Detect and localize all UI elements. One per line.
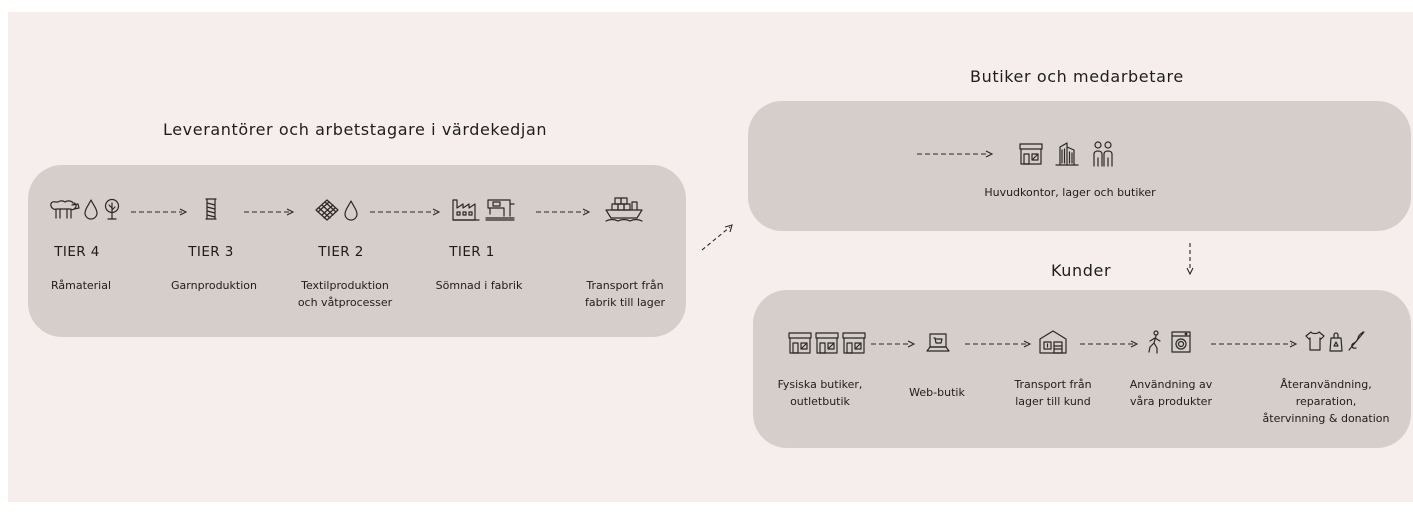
customers-panel <box>753 290 1411 448</box>
storefront-icon <box>1018 142 1044 166</box>
tier3-icons <box>204 197 218 221</box>
warehouse-icon <box>1038 329 1068 355</box>
water-drop-icon <box>83 198 99 220</box>
tier4-heading: TIER 4 <box>54 244 100 260</box>
arrow-transport-usage <box>1080 340 1139 348</box>
stores-panel <box>748 101 1411 231</box>
arrow-tier3-tier2 <box>244 208 295 216</box>
diagram-canvas: Leverantörer och arbetstagare i värdeked… <box>8 12 1413 502</box>
usage-icons <box>1146 330 1192 354</box>
web-shop-icons <box>925 332 951 354</box>
yarn-spool-icon <box>204 197 218 221</box>
physical-stores-label: Fysiska butiker,outletbutik <box>777 378 863 408</box>
cargo-ship-icon <box>604 194 644 222</box>
storefront-icon <box>787 331 813 355</box>
storefront-icon <box>841 331 867 355</box>
arrow-tier4-tier3 <box>131 208 188 216</box>
arrow-tier1-transport <box>536 208 591 216</box>
arrow-supply-to-stores <box>701 224 733 251</box>
tier3-label: Garnproduktion <box>171 279 257 292</box>
storefront-icon <box>814 331 840 355</box>
stores-title: Butiker och medarbetare <box>970 67 1184 86</box>
tier1-icons <box>451 196 516 222</box>
sheep-icon <box>48 198 80 220</box>
transport-icons <box>604 194 644 222</box>
tier1-heading: TIER 1 <box>449 244 495 260</box>
people-icon <box>1090 140 1116 168</box>
needle-thread-icon <box>1346 330 1366 352</box>
tshirt-icon <box>1304 330 1326 352</box>
factory-icon <box>451 196 481 222</box>
physical-stores-icons <box>787 331 867 355</box>
reuse-icons <box>1304 330 1366 352</box>
arrow-tier2-tier1 <box>370 208 441 216</box>
stores-icons <box>1018 140 1116 168</box>
laptop-cart-icon <box>925 332 951 354</box>
arrow-into-stores <box>917 150 994 158</box>
tier4-label: Råmaterial <box>50 279 112 292</box>
supply-chain-title: Leverantörer och arbetstagare i värdeked… <box>163 120 548 139</box>
customers-title: Kunder <box>1051 261 1112 280</box>
tier1-label: Sömnad i fabrik <box>435 279 523 292</box>
tier3-heading: TIER 3 <box>188 244 234 260</box>
arrow-web-transport <box>965 340 1032 348</box>
person-walking-icon <box>1146 330 1164 354</box>
tier2-heading: TIER 2 <box>318 244 364 260</box>
washing-machine-icon <box>1170 330 1192 354</box>
tree-icon <box>102 198 122 220</box>
water-drop-icon <box>343 199 359 221</box>
supply-chain-panel <box>28 165 686 337</box>
sewing-machine-icon <box>484 196 516 222</box>
stores-label: Huvudkontor, lager och butiker <box>984 186 1156 199</box>
office-building-icon <box>1054 141 1080 167</box>
arrow-stores-to-customers <box>1186 243 1194 276</box>
arrow-usage-reuse <box>1211 340 1298 348</box>
recycle-bag-icon <box>1328 330 1344 352</box>
tier4-icons <box>48 198 122 220</box>
delivery-icons <box>1038 329 1068 355</box>
arrow-stores-web <box>871 340 916 348</box>
fabric-weave-icon <box>314 198 340 222</box>
reuse-label: Återanvändning,reparation,återvinning & … <box>1262 378 1390 425</box>
web-shop-label: Web-butik <box>909 386 965 399</box>
tier2-icons <box>314 198 359 222</box>
